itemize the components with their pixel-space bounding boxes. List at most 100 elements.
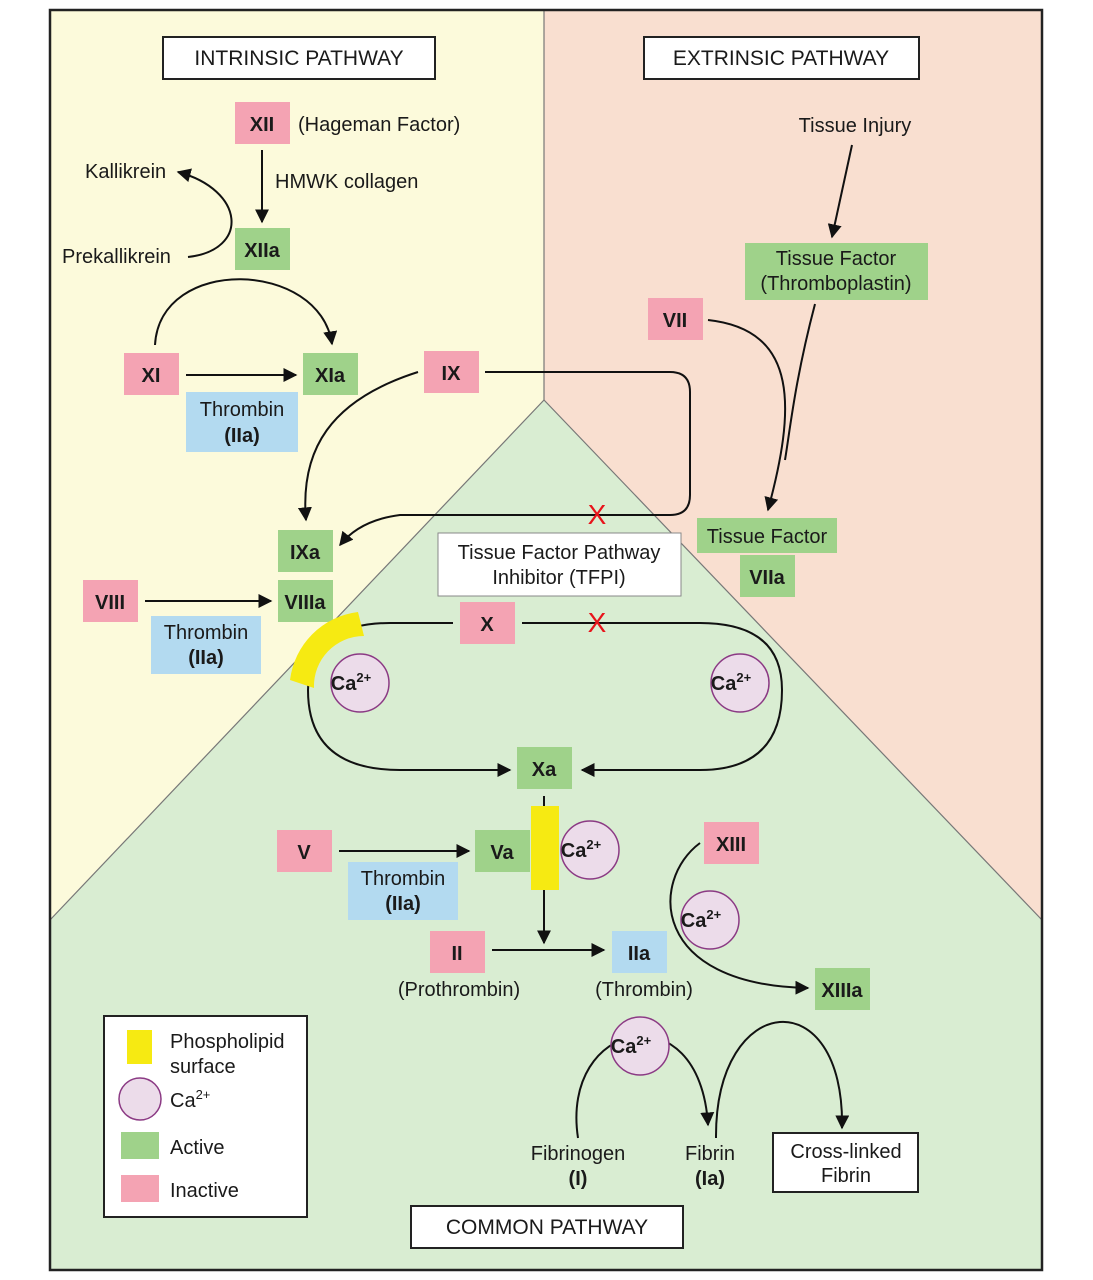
factor-viiia: VIIIa [284, 592, 326, 614]
kallikrein-label: Kallikrein [85, 161, 166, 183]
svg-text:Ca2+: Ca2+ [170, 1087, 210, 1112]
tissue-injury-label: Tissue Injury [799, 115, 912, 137]
thrombin-num-1: (IIa) [224, 425, 260, 447]
factor-xia: XIa [315, 365, 346, 387]
diagram-frame [48, 8, 1044, 1272]
calcium-ion-2 [710, 653, 770, 713]
thrombin-num-2: (IIa) [188, 647, 224, 669]
factor-ii: II [451, 943, 462, 965]
thrombin-label-2: Thrombin [164, 622, 248, 644]
prekallikrein-label: Prekallikrein [62, 246, 171, 268]
factor-ix: IX [442, 363, 462, 385]
calcium-sup-4: 2+ [706, 907, 721, 922]
factor-xa: Xa [532, 759, 557, 781]
thrombin-num-3: (IIa) [385, 893, 421, 915]
factor-vii: VII [663, 310, 687, 332]
calcium-sup-1: 2+ [356, 670, 371, 685]
calcium-ion-5 [610, 1016, 670, 1076]
factor-xa-box [517, 747, 572, 789]
factor-viia: VIIa [749, 567, 785, 589]
factor-xii-box [235, 102, 290, 144]
factor-ii-box [430, 931, 485, 973]
common-title: COMMON PATHWAY [446, 1216, 648, 1239]
calcium-ion-1 [330, 653, 390, 713]
crosslinked-label-line1: Cross-linked [790, 1141, 901, 1163]
fibrin-num: (Ia) [695, 1168, 725, 1190]
hageman-label: (Hageman Factor) [298, 114, 460, 136]
legend-active-swatch [121, 1132, 159, 1159]
phospholipid-surface-2 [531, 806, 559, 890]
tissue-factor-complex-box [697, 518, 837, 553]
factor-iia-box [612, 931, 667, 973]
tfpi-label-line1: Tissue Factor Pathway [458, 542, 661, 564]
crosslinked-label-line2: Fibrin [821, 1165, 871, 1187]
factor-xiia: XIIa [244, 240, 280, 262]
legend-phospholipid-label-1: Phospholipid [170, 1031, 285, 1053]
phospholipid-surface-1 [290, 612, 364, 688]
calcium-label-4: Ca [681, 910, 707, 932]
legend-inactive-label: Inactive [170, 1180, 239, 1202]
factor-va: Va [490, 842, 514, 864]
intrinsic-title: INTRINSIC PATHWAY [194, 47, 403, 70]
factor-ixa-box [278, 530, 333, 572]
factor-xiii-box [704, 822, 759, 864]
tissue-factor-label: Tissue Factor [776, 248, 897, 270]
legend-calcium-label: Ca [170, 1090, 196, 1112]
factor-x: X [480, 614, 494, 636]
factor-x-box [460, 602, 515, 644]
fibrinogen-num: (I) [569, 1168, 588, 1190]
calcium-label-3: Ca [561, 840, 587, 862]
calcium-sup-5: 2+ [636, 1033, 651, 1048]
factor-ix-box [424, 351, 479, 393]
factor-viii: VIII [95, 592, 125, 614]
svg-text:Ca2+: Ca2+ [611, 1033, 652, 1058]
tissue-factor-complex-label: Tissue Factor [707, 526, 828, 548]
factor-ixa: IXa [290, 542, 321, 564]
hmwk-label: HMWK collagen [275, 171, 418, 193]
tfpi-block-mark-1: X [588, 499, 607, 530]
factor-viiia-box [278, 580, 333, 622]
factor-xii: XII [250, 114, 274, 136]
fibrin-label: Fibrin [685, 1143, 735, 1165]
tfpi-box [437, 532, 682, 597]
prothrombin-label: (Prothrombin) [398, 979, 520, 1001]
thromboplastin-label: (Thromboplastin) [760, 273, 911, 295]
factor-xiiia: XIIIa [821, 980, 863, 1002]
extrinsic-title: EXTRINSIC PATHWAY [673, 47, 889, 70]
factor-va-box [475, 830, 530, 872]
factor-xi: XI [142, 365, 161, 387]
calcium-sup-3: 2+ [586, 837, 601, 852]
svg-text:Ca2+: Ca2+ [711, 670, 752, 695]
factor-v-box [277, 830, 332, 872]
calcium-label-1: Ca [331, 673, 357, 695]
calcium-ion-4 [680, 890, 740, 950]
factor-xi-box [124, 353, 179, 395]
factor-xiia-box [235, 228, 290, 270]
legend-inactive-swatch [121, 1175, 159, 1202]
legend-phospholipid-swatch [127, 1030, 152, 1064]
thrombin-label-1: Thrombin [200, 399, 284, 421]
svg-text:Ca2+: Ca2+ [331, 670, 372, 695]
factor-vii-box [648, 298, 703, 340]
tfpi-label-line2: Inhibitor (TFPI) [492, 567, 625, 589]
legend-calcium-sup: 2+ [196, 1087, 211, 1102]
factor-xiiia-box [815, 968, 870, 1010]
thrombin-note-label: (Thrombin) [595, 979, 693, 1001]
thrombin-label-3: Thrombin [361, 868, 445, 890]
factor-xiii: XIII [716, 834, 746, 856]
thrombin-box-3 [348, 862, 458, 920]
tissue-factor-box [745, 243, 928, 300]
legend-calcium-swatch [118, 1077, 162, 1121]
calcium-label-2: Ca [711, 673, 737, 695]
legend-active-label: Active [170, 1137, 224, 1159]
factor-iia: IIa [628, 943, 651, 965]
factor-xia-box [303, 353, 358, 395]
legend-phospholipid-label-2: surface [170, 1056, 236, 1078]
calcium-label-5: Ca [611, 1036, 637, 1058]
tfpi-block-mark-2: X [588, 607, 607, 638]
svg-text:Ca2+: Ca2+ [681, 907, 722, 932]
thrombin-box-1 [186, 392, 298, 452]
thrombin-box-2 [151, 616, 261, 674]
factor-viii-box [83, 580, 138, 622]
